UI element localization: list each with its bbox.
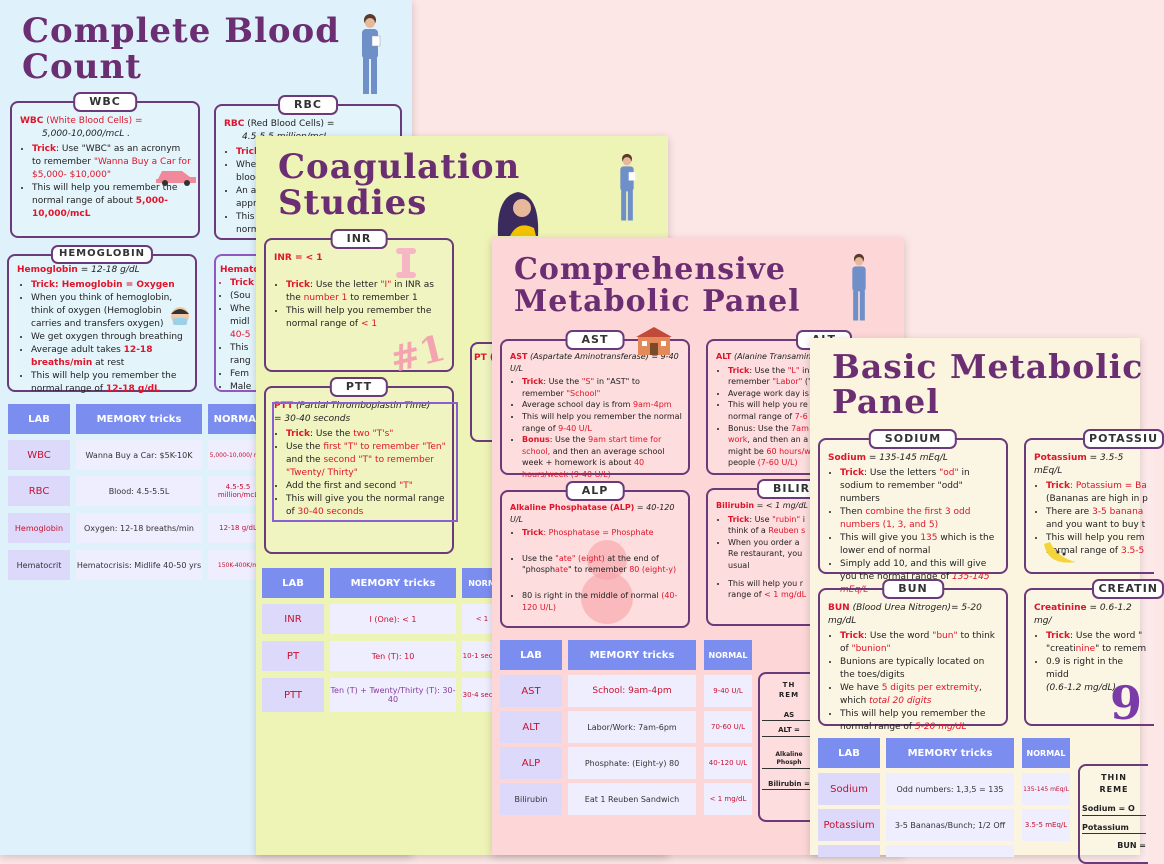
- woman-illustration: [497, 192, 539, 236]
- cbc-row-mem: Wanna Buy a Car: $5K-10K: [76, 440, 202, 470]
- bmp-table-header-memory: MEMORY tricks: [886, 738, 1014, 768]
- bmp-row-mem: 3-5 Bananas/Bunch; 1/2 Off: [886, 809, 1014, 841]
- cmp-row-lab: ALT: [500, 711, 562, 743]
- letter-i-icon: [396, 248, 416, 278]
- cmp-table-header-memory: MEMORY tricks: [568, 640, 696, 670]
- cmp-row-norm: 70-60 U/L: [704, 711, 752, 743]
- coag-row-mem: Ten (T) + Twenty/Thirty (T): 30-40: [330, 678, 456, 712]
- ast-box: AST AST (Aspartate Aminotransferase) = 9…: [500, 327, 690, 479]
- bmp-row-lab: Sodium: [818, 773, 880, 805]
- bmp-row-lab: Potassium: [818, 809, 880, 841]
- wbc-box: WBC WBC (White Blood Cells) = 5,000-10,0…: [10, 92, 200, 238]
- hemoglobin-box: HEMOGLOBIN Hemoglobin = 12-18 g/dL Trick…: [7, 245, 197, 394]
- wbc-trick: Trick: Use "WBC" as an acronym to rememb…: [32, 143, 192, 182]
- creatinine-box: CREATIN Creatinine = 0.6-1.2 mg/ Trick: …: [1024, 579, 1164, 730]
- ptt-box: PTT PTT (Partial Thromboplastin Time) = …: [264, 377, 458, 554]
- cmp-table-header-lab: LAB: [500, 640, 562, 670]
- coag-table-header-lab: LAB: [262, 568, 324, 598]
- cmp-row-lab: ALP: [500, 747, 562, 779]
- coag-row-lab: PT: [262, 641, 324, 671]
- cmp-row-mem: Phosphate: (Eight-y) 80: [568, 747, 696, 779]
- nurse-illustration: [362, 14, 381, 94]
- cmp-row-norm: < 1 mg/dL: [704, 783, 752, 815]
- cbc-row-lab: Hematocrit: [8, 550, 70, 580]
- potassium-box: POTASSIU Potassium = 3.5-5 mEq/L Trick: …: [1024, 429, 1164, 574]
- coag-row-mem: I (One): < 1: [330, 604, 456, 634]
- bmp-table-header-normal: NORMAL: [1022, 738, 1070, 768]
- cmp-think-box: TH REM AS ALT = Alkaline Phosph Bilirubi…: [758, 672, 818, 822]
- bmp-sheet: Basic Metabolic Panel SODIUM Sodium = 13…: [810, 338, 1164, 864]
- cmp-row-norm: 40-120 U/L: [704, 747, 752, 779]
- bmp-row-mem: [886, 845, 1014, 857]
- bmp-row-lab: [818, 845, 880, 857]
- number-one-badge: #1: [385, 326, 450, 382]
- coag-title: Coagulation Studies: [278, 147, 521, 223]
- cmp-row-norm: 9-40 U/L: [704, 675, 752, 707]
- nurse-illustration: [852, 253, 866, 321]
- cmp-table-header-normal: NORMAL: [704, 640, 752, 670]
- inr-trick: Trick: Use the letter "I" in INR as the …: [286, 279, 446, 305]
- bmp-row-norm: 3.5-5 mEq/L: [1022, 809, 1070, 841]
- cmp-row-mem: School: 9am-4pm: [568, 675, 696, 707]
- cmp-title: Comprehensive Metabolic Panel: [514, 252, 801, 319]
- alp-tab: ALP: [565, 481, 625, 501]
- bmp-row-mem: Odd numbers: 1,3,5 = 135: [886, 773, 1014, 805]
- bmp-row-norm: 135-145 mEq/L: [1022, 773, 1070, 805]
- number-nine-decoration: 9: [1110, 676, 1143, 730]
- cmp-row-lab: Bilirubin: [500, 783, 562, 815]
- inr-tab: INR: [330, 229, 388, 249]
- potassium-tab: POTASSIU: [1083, 429, 1164, 449]
- rbc-tab: RBC: [278, 95, 338, 115]
- ast-tab: AST: [565, 330, 625, 350]
- nurse-illustration: [620, 153, 636, 221]
- cbc-row-mem: Oxygen: 12-18 breaths/min: [76, 513, 202, 543]
- sodium-box: SODIUM Sodium = 135-145 mEq/L Trick: Use…: [818, 429, 1008, 595]
- cbc-table-header-memory: MEMORY tricks: [76, 404, 202, 434]
- bun-tab: BUN: [882, 579, 944, 599]
- hemoglobin-tab: HEMOGLOBIN: [50, 245, 154, 264]
- number-eight-decoration: [581, 540, 633, 624]
- wbc-range: This will help you remember the normal r…: [32, 182, 192, 221]
- bilirubin-box: BILIRU Bilirubin = < 1 mg/dL Trick: Use …: [706, 479, 836, 626]
- bun-box: BUN BUN (Blood Urea Nitrogen)= 5-20 mg/d…: [818, 579, 1008, 732]
- cbc-row-lab: Hemoglobin: [8, 513, 70, 543]
- cmp-row-mem: Eat 1 Reuben Sandwich: [568, 783, 696, 815]
- school-icon: [636, 327, 672, 355]
- cbc-row-mem: Hematocrisis: Midlife 40-50 yrs: [76, 550, 202, 580]
- creatinine-tab: CREATIN: [1092, 579, 1164, 599]
- cmp-sheet: Comprehensive Metabolic Panel AST AST (A…: [492, 238, 904, 855]
- bmp-title: Basic Metabolic Panel: [832, 347, 1144, 421]
- bmp-table-header-lab: LAB: [818, 738, 880, 768]
- inr-box: INR INR = < 1 Trick: Use the letter "I" …: [264, 229, 454, 381]
- coag-row-mem: Ten (T): 10: [330, 641, 456, 671]
- cbc-row-mem: Blood: 4.5-5.5L: [76, 476, 202, 506]
- cmp-row-mem: Labor/Work: 7am-6pm: [568, 711, 696, 743]
- cbc-table-header-lab: LAB: [8, 404, 70, 434]
- banana-icon: [1044, 542, 1076, 563]
- doctor-face-icon: [171, 307, 189, 325]
- car-icon: [156, 171, 196, 186]
- bmp-think-box: THIN REME Sodium = O Potassium BUN =: [1078, 764, 1148, 864]
- ptt-tab: PTT: [329, 377, 389, 397]
- cbc-row-lab: RBC: [8, 476, 70, 506]
- coag-table-header-memory: MEMORY tricks: [330, 568, 456, 598]
- coag-row-lab: INR: [262, 604, 324, 634]
- alp-box: ALP Alkaline Phosphatase (ALP) = 40-120 …: [500, 481, 690, 628]
- coag-row-lab: PTT: [262, 678, 324, 712]
- cbc-title: Complete Blood Count: [22, 11, 340, 87]
- cbc-row-lab: WBC: [8, 440, 70, 470]
- sodium-tab: SODIUM: [868, 429, 958, 449]
- wbc-tab: WBC: [73, 92, 137, 112]
- wbc-definition: WBC (White Blood Cells) =: [20, 116, 143, 126]
- cmp-row-lab: AST: [500, 675, 562, 707]
